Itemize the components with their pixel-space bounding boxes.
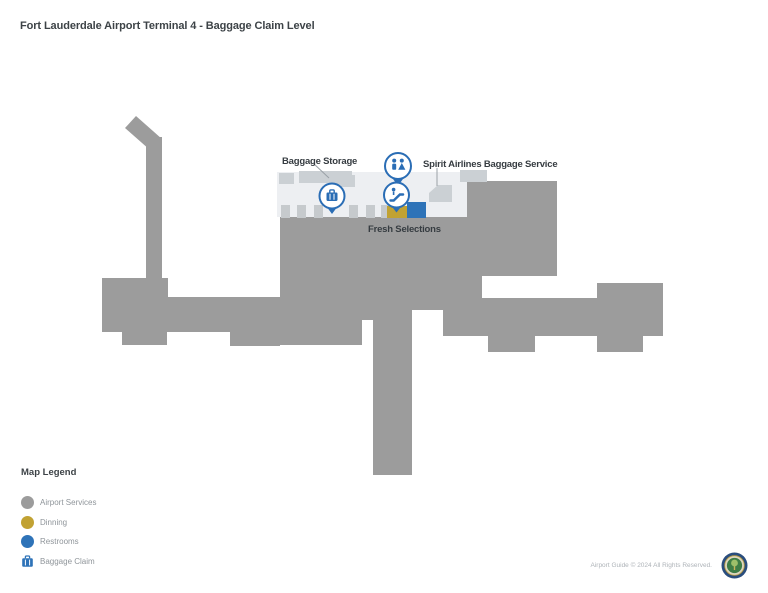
escalator-pin-icon [389, 187, 405, 202]
dining-swatch [21, 515, 34, 529]
legend-item-airport-services: Airport Services [21, 496, 96, 509]
airport-services-swatch [21, 496, 34, 509]
terminal-map: Baggage Storage Spirit Airlines Baggage … [102, 116, 663, 475]
restrooms-pin-icon [392, 158, 406, 170]
legend-item-label: Airport Services [40, 498, 97, 507]
map-legend: Map Legend Airport Services Dinning Rest… [21, 467, 96, 574]
legend-item-baggage-claim: Baggage Claim [21, 554, 96, 568]
baggage-claim-concourse [277, 170, 487, 218]
label-leader-lines [312, 162, 438, 223]
baggage-claim-pin[interactable] [318, 182, 346, 215]
legend-item-dining: Dinning [21, 515, 96, 529]
escalator-pin[interactable] [383, 181, 410, 213]
label-spirit-airlines-baggage-service: Spirit Airlines Baggage Service [423, 159, 557, 170]
legend-item-label: Dinning [40, 517, 68, 527]
restrooms-swatch [21, 535, 34, 548]
label-fresh-selections: Fresh Selections [368, 224, 441, 235]
baggage-claim-pin-icon [326, 189, 338, 201]
footer: Airport Guide © 2024 All Rights Reserved… [591, 552, 749, 579]
dining-area-fresh-selections[interactable] [387, 206, 407, 218]
restroom-area[interactable] [407, 202, 426, 218]
terminal-building [102, 116, 663, 475]
legend-title: Map Legend [21, 467, 77, 478]
legend-item-label: Restrooms [40, 537, 79, 546]
copyright-text: Airport Guide © 2024 All Rights Reserved… [590, 562, 713, 569]
page-title: Fort Lauderdale Airport Terminal 4 - Bag… [20, 20, 315, 32]
legend-item-label: Baggage Claim [40, 556, 95, 566]
broward-county-seal-icon [721, 552, 748, 579]
legend-item-restrooms: Restrooms [21, 535, 96, 548]
baggage-claim-icon [21, 554, 34, 568]
label-baggage-storage: Baggage Storage [282, 156, 357, 167]
